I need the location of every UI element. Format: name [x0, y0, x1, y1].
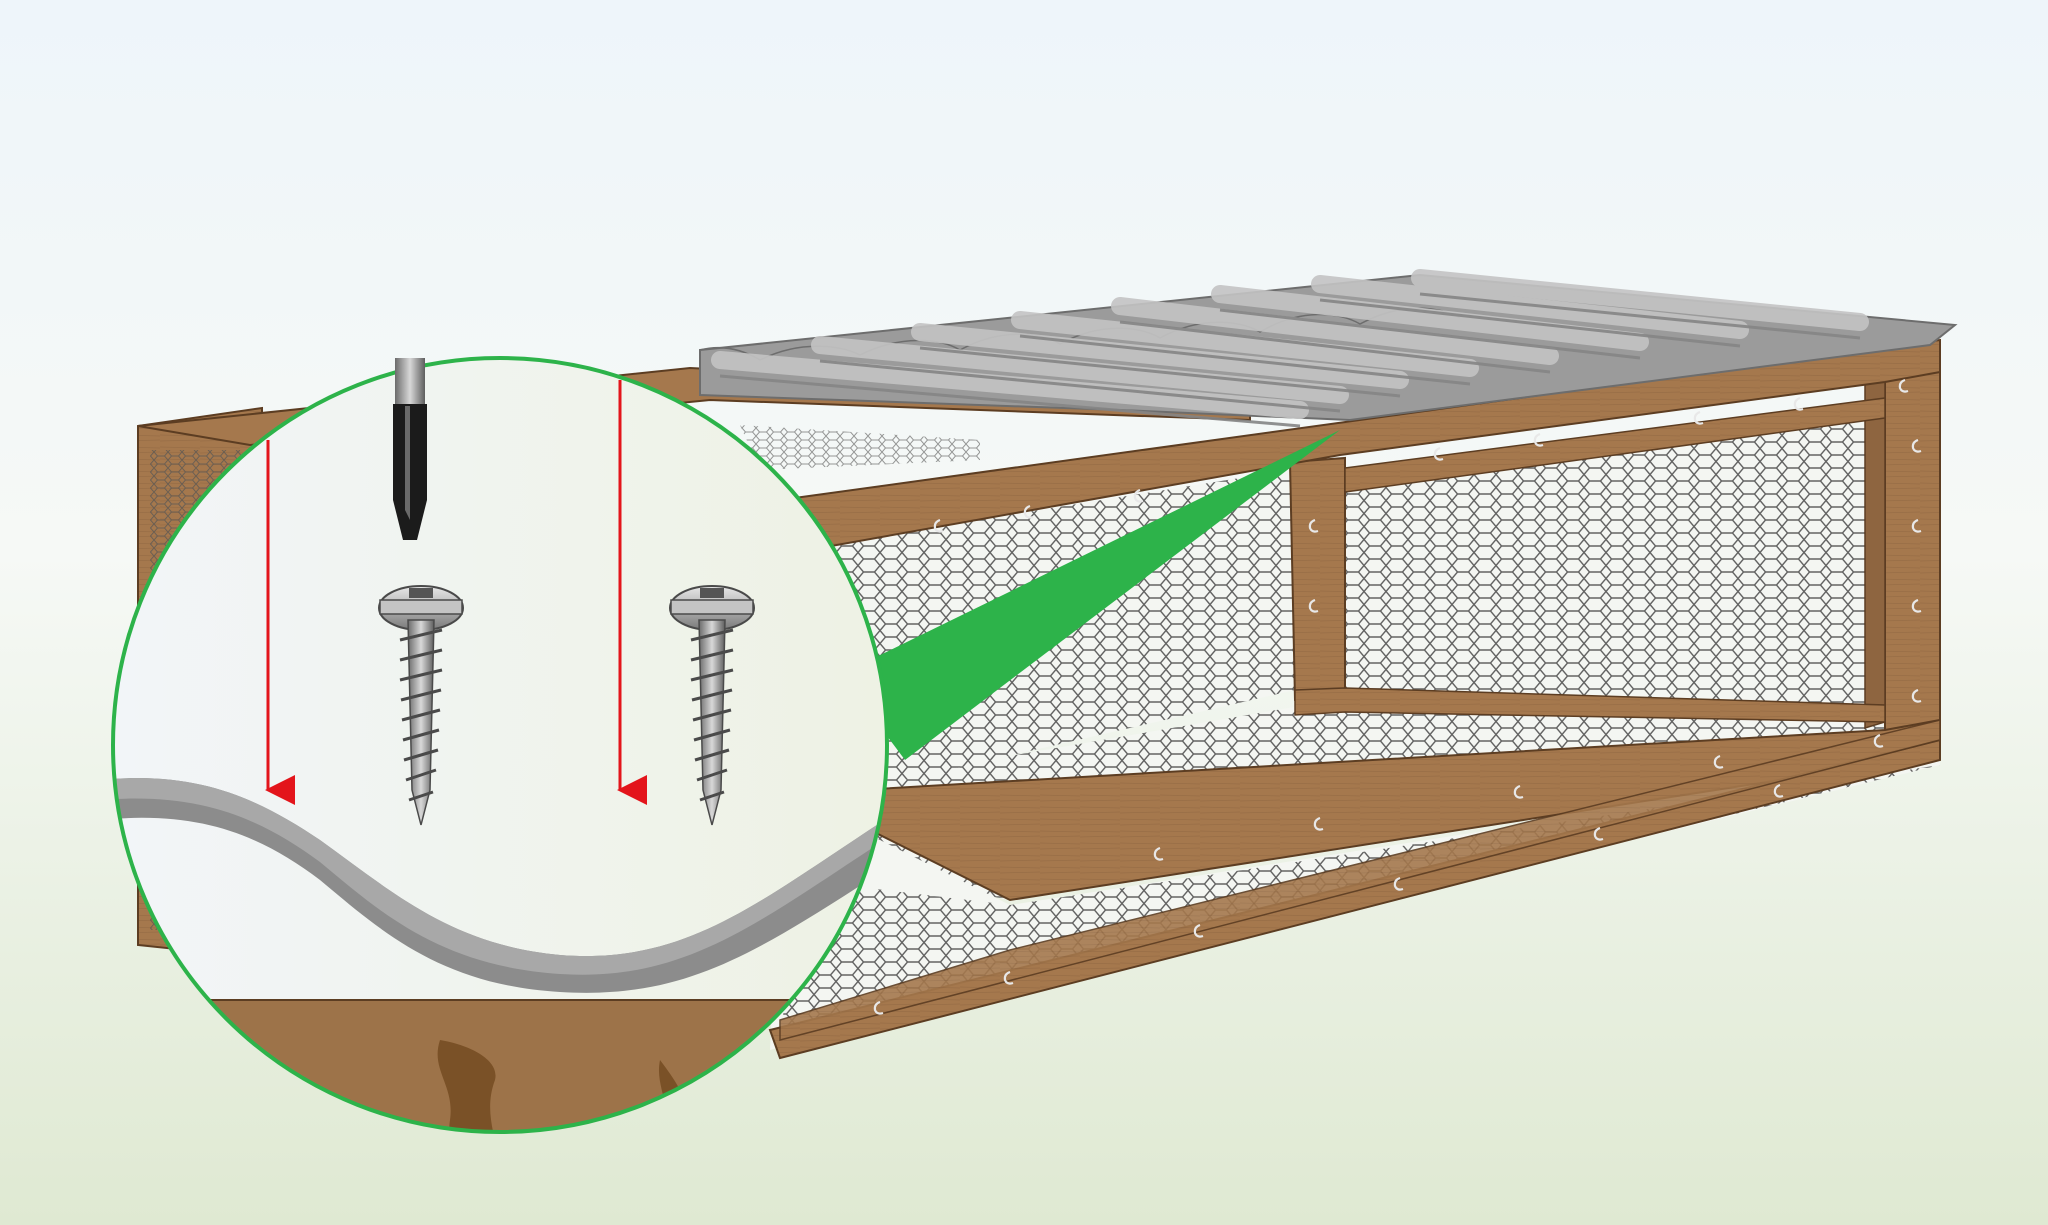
rabbit-hutch	[137, 269, 1958, 1060]
hutch-floor-back-rail	[1294, 687, 1886, 723]
hutch-divider-post	[1288, 456, 1346, 707]
screw-icon	[669, 585, 755, 826]
screw-icon	[378, 585, 464, 826]
corrugated-roof-sheet	[699, 269, 1958, 428]
phillips-screwdriver-icon	[393, 358, 427, 540]
hutch-top-back-rail	[1344, 397, 1886, 493]
callout-pointer	[860, 430, 1340, 760]
hutch-top-mesh	[740, 425, 980, 470]
detail-magnifier	[111, 356, 889, 1134]
